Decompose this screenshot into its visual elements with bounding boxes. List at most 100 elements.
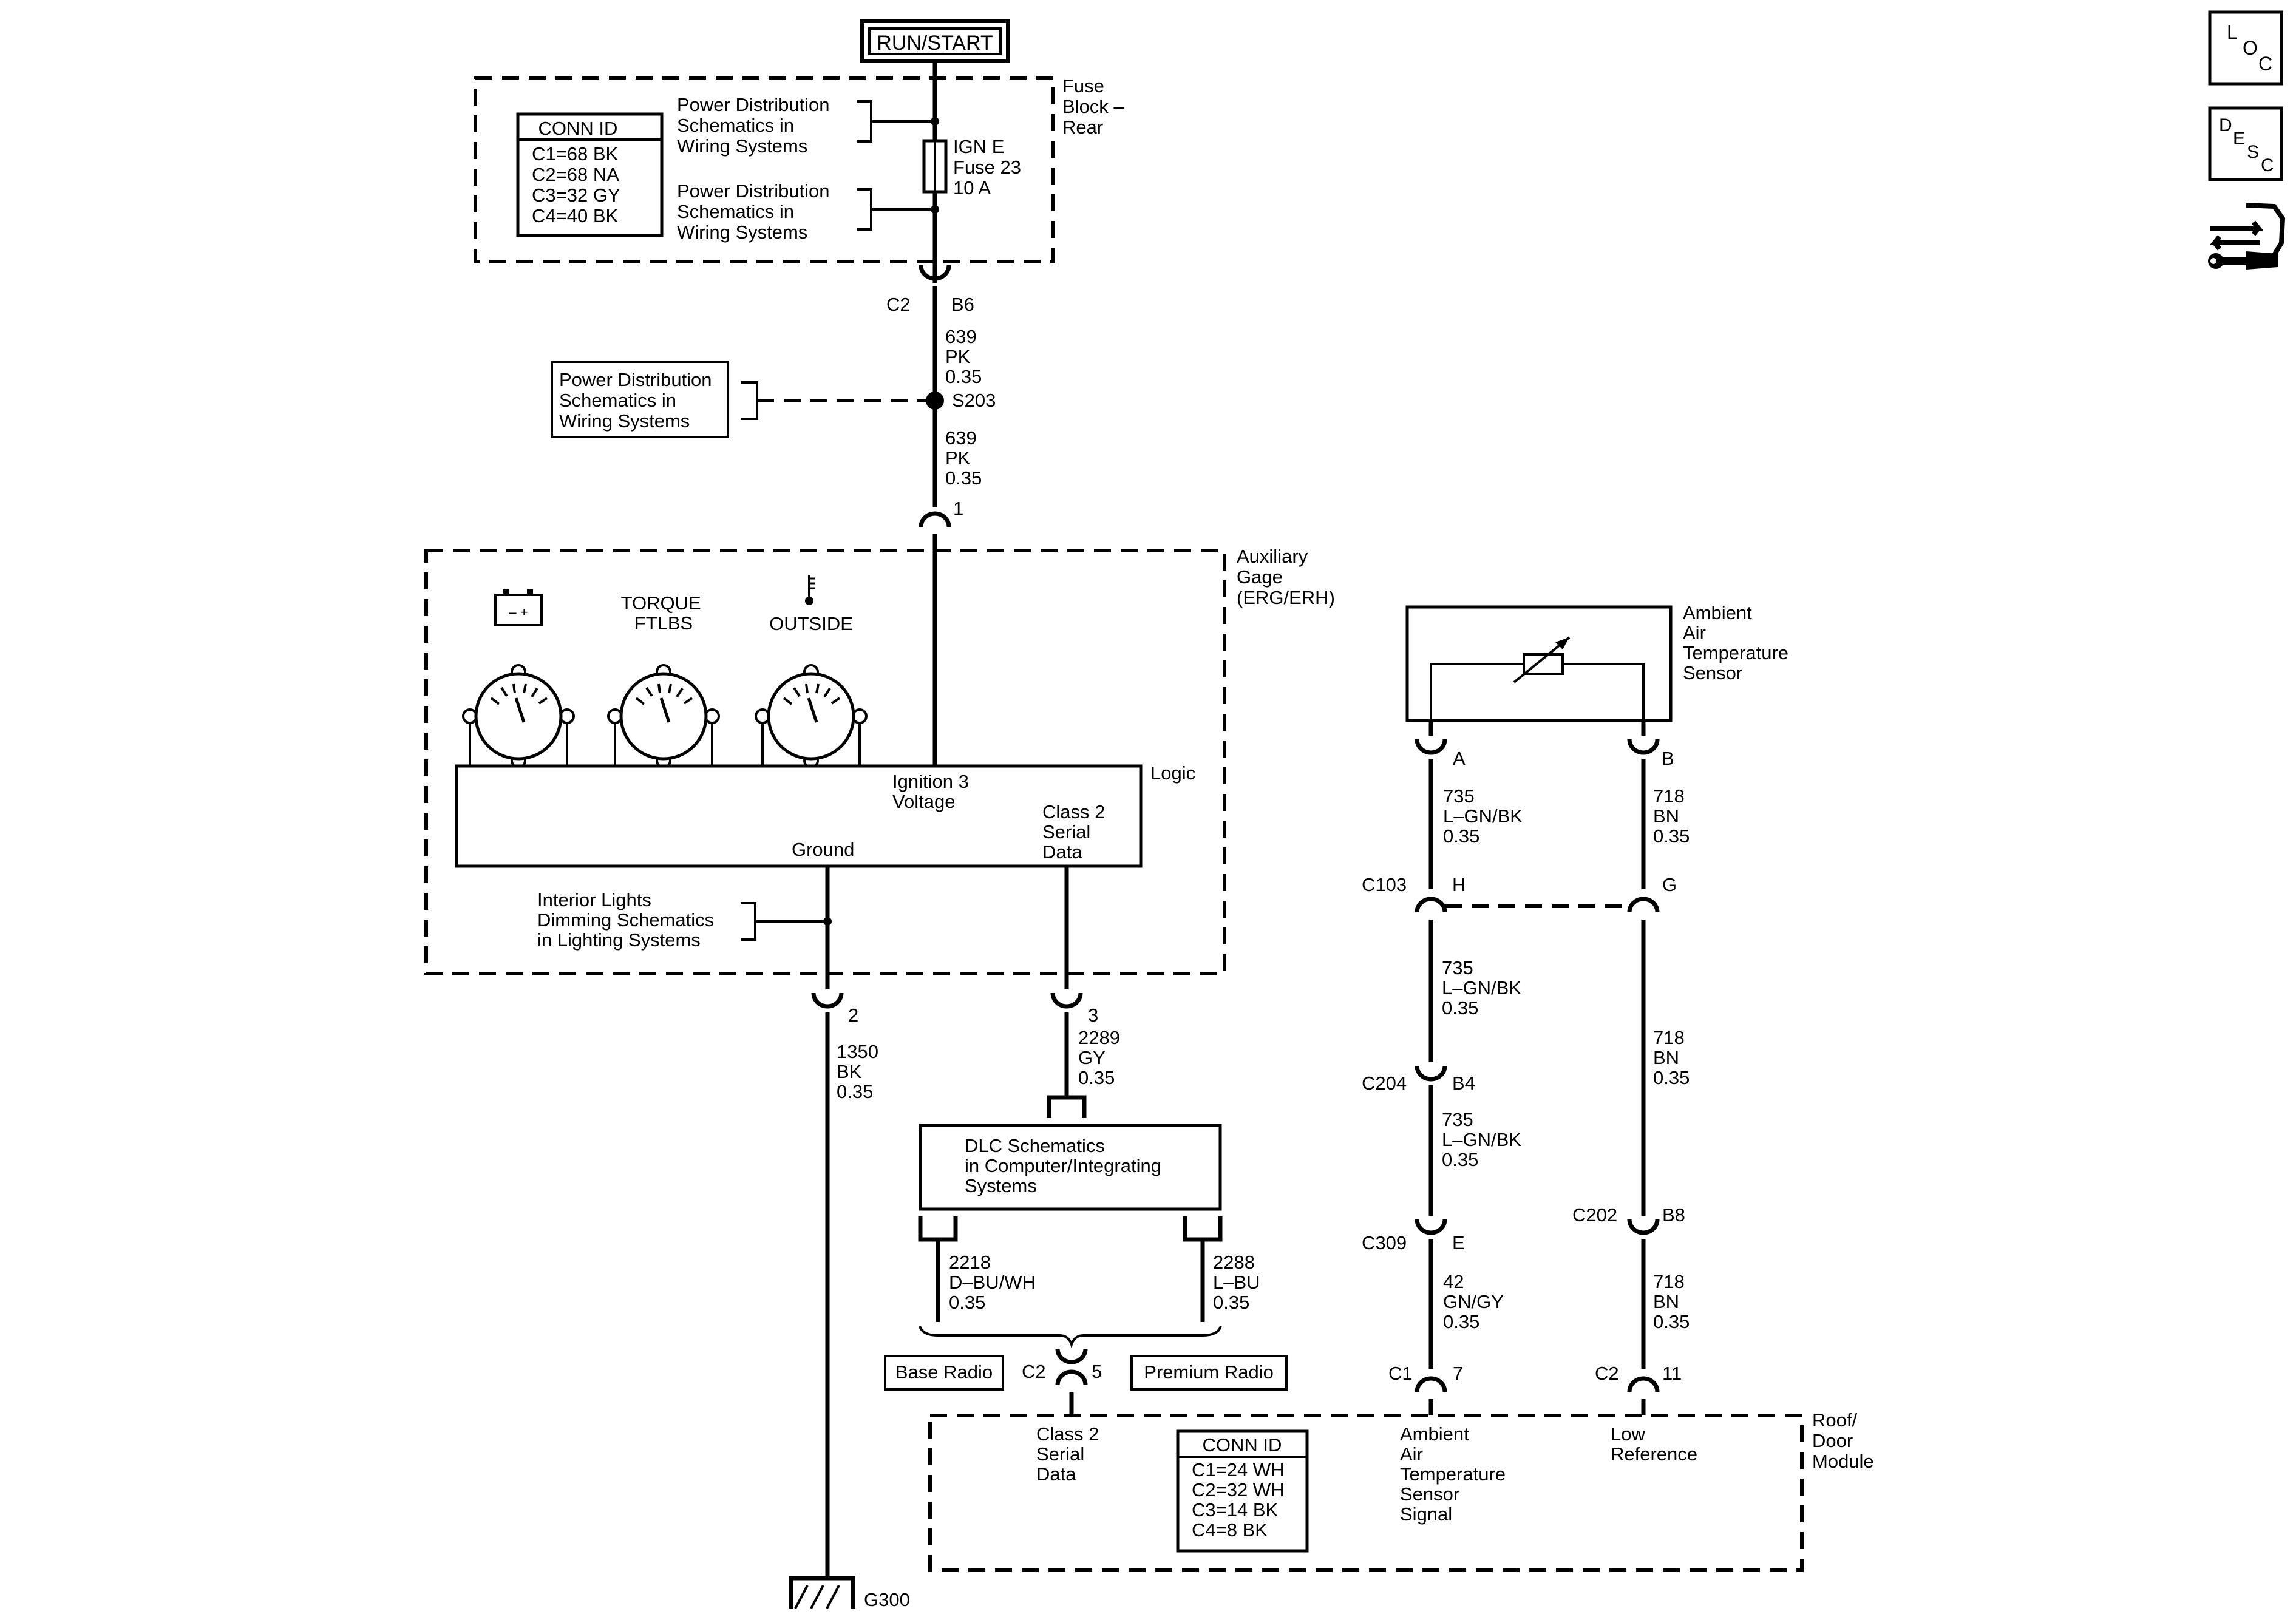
power-source-label: RUN/START [877, 32, 993, 55]
power-distribution-ref-top: Power Distribution Schematics in Wiring … [677, 94, 835, 157]
sensor-pin-a: A [1453, 748, 1466, 769]
wire-639-lower: 639 PK 0.35 [945, 427, 982, 489]
power-distribution-ref-bottom: Power Distribution Schematics in Wiring … [677, 180, 835, 243]
thermometer-icon [805, 575, 815, 605]
loc-icon-letter-o: O [2243, 37, 2258, 59]
aux-gage-label: Auxiliary Gage (ERG/ERH) [1237, 546, 1335, 608]
roof-module-label: Roof/ Door Module [1812, 1409, 1874, 1472]
module-conn-id-rows: C1=24 WH C2=32 WH C3=14 BK C4=8 BK [1192, 1459, 1289, 1541]
outside-temp-gauge [755, 664, 868, 768]
location-button[interactable]: L O C [2208, 10, 2283, 86]
module-c1-pin: 7 [1453, 1363, 1463, 1384]
connector-c204-b4 [1415, 1065, 1447, 1082]
sensor-signal-label: Ambient Air Temperature Sensor Signal [1400, 1423, 1511, 1525]
c202-name: C202 [1572, 1204, 1617, 1225]
ground-label: Ground [792, 839, 854, 860]
dlc-conn: C2 [1022, 1361, 1046, 1382]
premium-radio-box [1130, 1355, 1288, 1391]
desc-icon-letter-c: C [2261, 155, 2274, 175]
ignition-voltage-label: Ignition 3 Voltage [892, 771, 974, 812]
fuse-connector-pin: B6 [951, 294, 974, 315]
description-button[interactable]: D E S C [2208, 106, 2283, 181]
connector-c2-5 [1055, 1348, 1088, 1364]
loc-icon-letter-l: L [2227, 21, 2238, 43]
auxiliary-gage: Auxiliary Gage (ERG/ERH) – + TORQUE FTLB… [424, 546, 1335, 975]
ambient-air-temp-sensor: Ambient Air Temperature Sensor [1405, 602, 1794, 722]
gage-ground-pin: 2 [848, 1005, 858, 1026]
connector-gage-pin2 [811, 992, 844, 1009]
wire-1350: 1350 BK 0.35 [837, 1041, 884, 1102]
desc-icon-letter-s: S [2247, 142, 2259, 162]
wire-735-a3: 735 L–GN/BK 0.35 [1442, 1109, 1527, 1170]
base-radio-label: Base Radio [895, 1361, 993, 1383]
splice-ref: Power Distribution Schematics in Wiring … [559, 369, 717, 432]
torque-gauge [607, 664, 720, 768]
wire-718-b3: 718 BN 0.35 [1653, 1271, 1690, 1332]
c309-name: C309 [1362, 1232, 1407, 1253]
module-conn-id-title: CONN ID [1203, 1434, 1282, 1456]
wire-2288: 2288 L–BU 0.35 [1213, 1252, 1265, 1313]
dimming-ref: Interior Lights Dimming Schematics in Li… [537, 889, 719, 951]
connector-sensor-b [1627, 739, 1660, 755]
roof-door-module: Roof/ Door Module Class 2 Serial Data CO… [928, 1409, 1874, 1572]
loc-icon-letter-c: C [2258, 53, 2272, 75]
sensor-label: Ambient Air Temperature Sensor [1683, 602, 1794, 683]
splice-s203: S203 Power Distribution Schematics in Wi… [551, 361, 996, 438]
fuse-block-conn-id: CONN ID C1=68 BK C2=68 NA C3=32 GY C4=40… [516, 112, 664, 237]
connector-c309-e [1415, 1219, 1447, 1235]
gage-pin-ign: 1 [953, 498, 963, 519]
battery-gauge [462, 664, 575, 768]
ground-g300: G300 [789, 1576, 910, 1610]
c103-pin-a: H [1452, 874, 1466, 895]
logic-label: Logic [1150, 762, 1195, 784]
ground-name: G300 [864, 1589, 910, 1610]
wire-718-b2: 718 BN 0.35 [1653, 1027, 1690, 1088]
connector-module-c1-7 [1415, 1376, 1447, 1392]
wire-42: 42 GN/GY 0.35 [1443, 1271, 1509, 1332]
connector-c103-g [1627, 897, 1660, 913]
splice-name: S203 [952, 390, 996, 411]
connector-module-c2-11 [1627, 1376, 1660, 1392]
connector-gage-pin1 [919, 511, 951, 527]
premium-radio-label: Premium Radio [1144, 1361, 1274, 1383]
diagnostic-repair-icon[interactable] [2208, 203, 2286, 270]
battery-polarity: – + [509, 605, 528, 620]
connector-gage-pin3 [1050, 992, 1083, 1009]
conn-id-rows: C1=68 BK C2=68 NA C3=32 GY C4=40 BK [532, 143, 625, 226]
base-radio-box [884, 1355, 1004, 1391]
fuse-block-label: Fuse Block – Rear [1062, 75, 1129, 138]
c202-pin: B8 [1662, 1204, 1685, 1225]
desc-icon-letter-e: E [2233, 129, 2245, 149]
wire-2289: 2289 GY 0.35 [1078, 1027, 1126, 1088]
dlc-text: DLC Schematics in Computer/Integrating S… [965, 1135, 1167, 1196]
module-c1-conn: C1 [1388, 1363, 1413, 1384]
c204-name: C204 [1362, 1073, 1407, 1094]
battery-icon: – + [494, 589, 543, 626]
c309-pin: E [1452, 1232, 1465, 1253]
wire-735-a1: 735 L–GN/BK 0.35 [1443, 785, 1528, 847]
desc-icon-letter-d: D [2219, 115, 2232, 135]
fuse-connector-name: C2 [886, 294, 911, 315]
logic-block [455, 764, 1143, 868]
roof-module-conn-id: CONN ID C1=24 WH C2=32 WH C3=14 BK C4=8 … [1176, 1429, 1309, 1553]
low-reference-label: Low Reference [1611, 1423, 1697, 1465]
gage-data-pin: 3 [1088, 1005, 1098, 1026]
wire-2218: 2218 D–BU/WH 0.35 [949, 1252, 1041, 1313]
module-c2-conn: C2 [1595, 1363, 1619, 1384]
conn-id-title: CONN ID [538, 118, 618, 139]
connector-c2-5-mate [1055, 1369, 1088, 1386]
c204-pin: B4 [1452, 1073, 1475, 1094]
class2-label-gage: Class 2 Serial Data [1042, 801, 1110, 863]
connector-c103-h [1415, 897, 1447, 913]
torque-label: TORQUE FTLBS [621, 592, 707, 634]
wire-718-b1: 718 BN 0.35 [1653, 785, 1690, 847]
fuse-block-rear: Fuse Block – Rear CONN ID C1=68 BK C2=68… [474, 75, 1129, 263]
fuse-label: IGN E Fuse 23 10 A [953, 136, 1027, 198]
outside-label: OUTSIDE [769, 613, 853, 634]
wire-735-a2: 735 L–GN/BK 0.35 [1442, 957, 1527, 1019]
module-c2-pin: 11 [1662, 1363, 1682, 1384]
connector-sensor-a [1415, 739, 1447, 755]
connector-c2-b6 [919, 265, 951, 281]
connector-c202-b8 [1627, 1219, 1660, 1235]
